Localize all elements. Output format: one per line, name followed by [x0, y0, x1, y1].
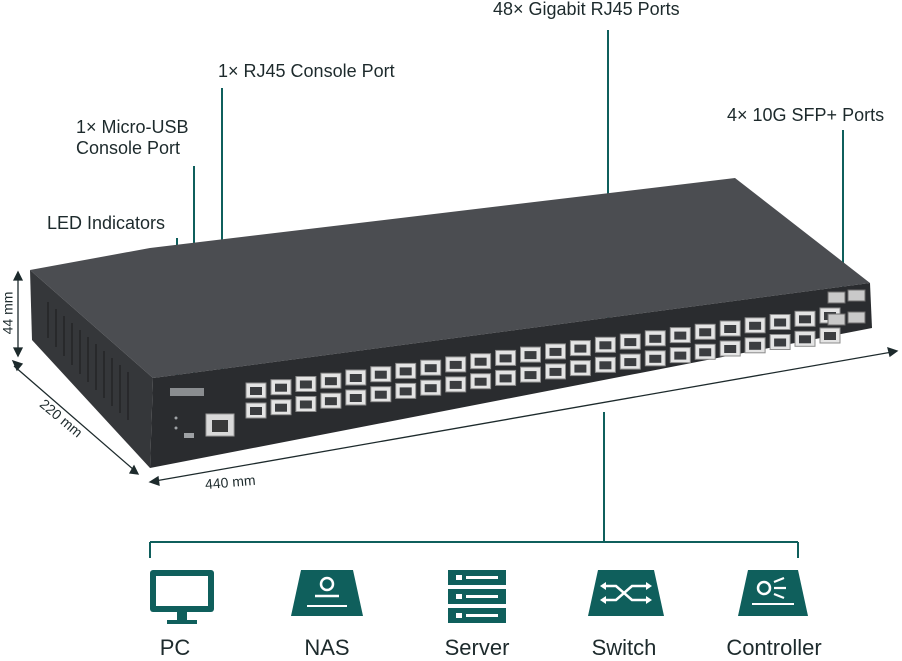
switch-top-surface [30, 178, 870, 378]
micro-usb-port [184, 433, 194, 438]
nas-icon [291, 570, 363, 616]
rj45-port-socket [250, 387, 262, 395]
rj45-port-socket [524, 371, 537, 380]
rj45-port-socket [374, 390, 387, 399]
device-label-nas: NAS [304, 635, 350, 660]
sfp-leader-line [842, 130, 844, 290]
rj45-port-socket [449, 380, 462, 389]
rj45-port-socket [574, 344, 587, 353]
rj45-port-socket [724, 325, 737, 333]
pc-icon [150, 570, 214, 624]
rj45-port-socket [549, 367, 562, 376]
usb-console-callout-line2: Console Port [76, 138, 181, 158]
rj45-port-socket [474, 377, 487, 386]
rj45-port-socket [724, 345, 737, 353]
rj45-port-grid [245, 307, 841, 419]
rj45-port-socket [324, 397, 337, 406]
rj45-port-socket [499, 354, 512, 363]
rj45-port-socket [599, 341, 612, 350]
dimension-lines [11, 270, 899, 486]
rj45-port-socket [674, 351, 687, 360]
led-indicators [174, 416, 178, 430]
gigabit-ports-callout: 48× Gigabit RJ45 Ports [493, 0, 680, 19]
sfp-callout: 4× 10G SFP+ Ports [727, 105, 885, 125]
device-label-switch: Switch [591, 635, 657, 660]
rj45-port-socket [250, 407, 262, 415]
rj45-port-socket [774, 338, 787, 347]
rj45-port-socket [424, 384, 437, 393]
rj45-port-socket [299, 400, 312, 409]
switch-icon [588, 570, 664, 616]
rj45-port-socket [649, 334, 662, 343]
rj45-port-socket [349, 374, 362, 382]
rj45-port-socket [449, 360, 462, 369]
rj45-port-socket [474, 357, 487, 366]
rj45-port-socket [699, 348, 712, 357]
led-callout: LED Indicators [47, 213, 166, 233]
device-label-controller: Controller [726, 635, 822, 660]
sfp-ports [827, 289, 866, 326]
rj45-port-socket [275, 383, 287, 392]
height-dimension-label: 44 mm [0, 291, 16, 335]
rj45-port-socket [649, 354, 662, 363]
rj45-port-socket [549, 347, 562, 356]
rj45-port-socket [799, 335, 811, 344]
rj45-port-socket [799, 315, 811, 324]
rj45-port-socket [324, 377, 337, 386]
rj45-port-socket [699, 328, 712, 337]
rj45-port-socket [674, 331, 687, 340]
rj45-port-socket [424, 364, 437, 373]
rj45-port-socket [624, 358, 637, 367]
usb-console-callout-line1: 1× Micro-USB [76, 117, 189, 137]
rj45-port-socket [574, 364, 587, 373]
device-label-server: Server [444, 635, 510, 660]
side-vent [47, 302, 129, 420]
rj45-port-socket [524, 351, 537, 360]
device-label-pc: PC [159, 635, 191, 660]
rj45-port-socket [824, 332, 836, 340]
rj45-port-socket [349, 394, 362, 402]
rj45-port-socket [749, 341, 762, 350]
rj45-port-socket [774, 318, 787, 327]
rj45-port-socket [599, 361, 612, 370]
device-tree-connector [149, 412, 799, 558]
gigabit-leader-line [607, 30, 609, 328]
rj45-port-socket [399, 367, 412, 376]
rj45-port-socket [399, 387, 412, 396]
rj45-console-callout: 1× RJ45 Console Port [218, 61, 395, 81]
switch-side-panel [30, 270, 153, 468]
rj45-port-socket [499, 374, 512, 383]
rj45-port-socket [374, 370, 387, 379]
rj45-port-socket [299, 380, 312, 389]
controller-icon [738, 570, 808, 616]
server-icon [448, 570, 506, 623]
rj45-port-socket [275, 403, 287, 412]
rj45-port-socket [624, 338, 637, 347]
rj45-port-socket [749, 321, 762, 330]
brand-label [170, 388, 204, 396]
